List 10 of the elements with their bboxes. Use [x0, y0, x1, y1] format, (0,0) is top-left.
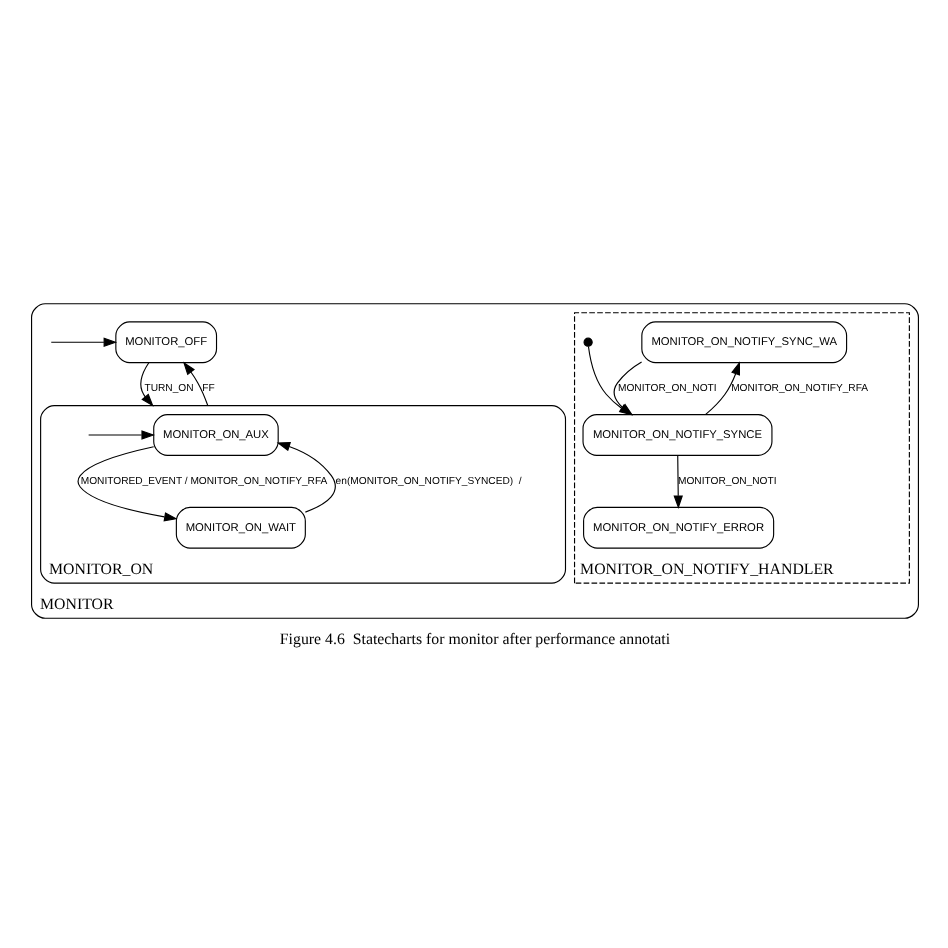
arrow: [139, 362, 153, 407]
node-circle: [582, 337, 592, 347]
caption: Figure 4.6 Statecharts for monitor after performance annotati: [278, 630, 670, 649]
arrow: [87, 430, 154, 440]
arrow: [672, 455, 682, 509]
arrow: [275, 442, 335, 513]
arrow: [181, 361, 208, 407]
arrow: [49, 337, 117, 347]
arrow: [76, 446, 177, 522]
arrow: [703, 361, 740, 416]
